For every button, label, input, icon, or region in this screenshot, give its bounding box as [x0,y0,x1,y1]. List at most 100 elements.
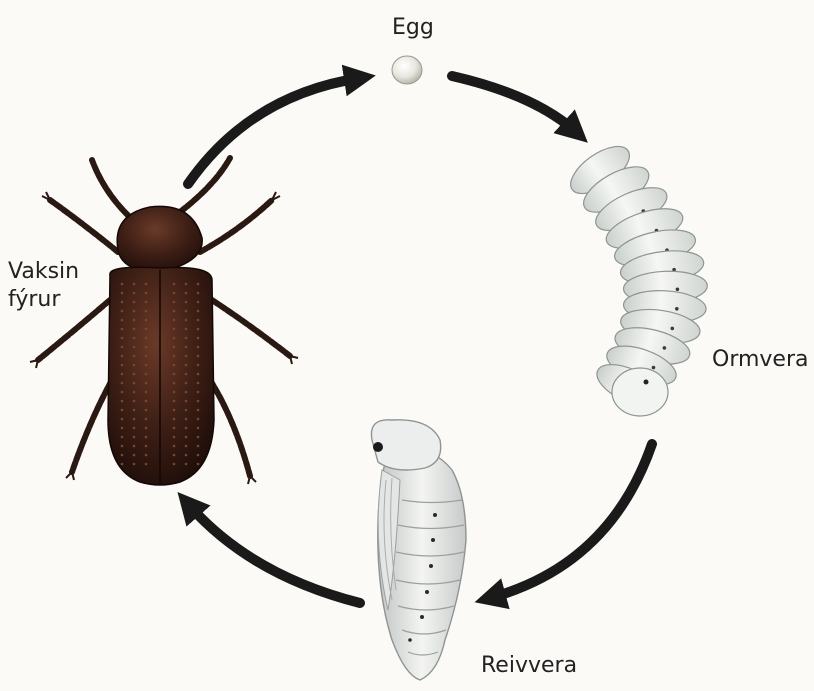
adult-label-line2: fýrur [8,286,79,314]
beetle-puncture [185,301,188,304]
beetle-puncture [173,418,176,421]
adult-label-line1: Vaksin [8,258,79,286]
beetle-puncture [133,283,136,286]
beetle-puncture [197,283,200,286]
arrow-egg-to-larva [452,76,576,132]
beetle-puncture [185,427,188,430]
beetle-puncture [121,382,124,385]
beetle-puncture [133,328,136,331]
beetle-puncture [145,373,148,376]
beetle-puncture [173,328,176,331]
beetle-puncture [185,445,188,448]
beetle-puncture [145,427,148,430]
beetle-puncture [185,454,188,457]
adult-beetle-illustration [30,158,298,485]
beetle-puncture [185,283,188,286]
larva-eye [644,380,649,385]
beetle-puncture [173,445,176,448]
larva-spiracle [663,346,667,350]
beetle-puncture [185,436,188,439]
beetle-puncture [133,292,136,295]
beetle-puncture [121,301,124,304]
beetle-puncture [121,328,124,331]
beetle-puncture [173,409,176,412]
beetle-puncture [121,319,124,322]
beetle-puncture [173,463,176,466]
beetle-puncture [185,463,188,466]
beetle-puncture [197,301,200,304]
egg-illustration [392,56,422,84]
adult-label: Vaksin fýrur [8,258,79,314]
arrow-pupa-to-adult [188,504,360,603]
beetle-puncture [133,400,136,403]
beetle-puncture [145,418,148,421]
egg-label: Egg [392,14,434,42]
beetle-puncture [145,463,148,466]
beetle-puncture [185,373,188,376]
beetle-puncture [121,355,124,358]
beetle-puncture [133,427,136,430]
beetle-puncture [121,400,124,403]
beetle-puncture [173,436,176,439]
beetle-puncture [145,355,148,358]
beetle-puncture [197,337,200,340]
beetle-puncture [185,337,188,340]
beetle-puncture [121,346,124,349]
beetle-puncture [121,409,124,412]
beetle-puncture [185,409,188,412]
beetle-puncture [121,364,124,367]
beetle-puncture [133,391,136,394]
beetle-puncture [197,292,200,295]
beetle-puncture [173,391,176,394]
beetle-puncture [121,418,124,421]
beetle-puncture [197,355,200,358]
beetle-puncture [133,409,136,412]
beetle-puncture [173,283,176,286]
beetle-puncture [121,445,124,448]
beetle-puncture [145,409,148,412]
beetle-puncture [121,337,124,340]
larva-illustration [563,137,708,416]
beetle-puncture [185,310,188,313]
beetle-puncture [133,301,136,304]
arrow-larva-to-pupa [490,444,652,598]
beetle-puncture [197,310,200,313]
beetle-puncture [133,364,136,367]
beetle-puncture [173,427,176,430]
beetle-puncture [145,454,148,457]
beetle-puncture [173,310,176,313]
beetle-puncture [145,346,148,349]
beetle-puncture [173,346,176,349]
beetle-puncture [145,382,148,385]
beetle-puncture [121,391,124,394]
beetle-puncture [185,346,188,349]
beetle-puncture [145,301,148,304]
beetle-puncture [197,463,200,466]
beetle-puncture [121,463,124,466]
beetle-puncture [197,418,200,421]
beetle-puncture [121,454,124,457]
beetle-puncture [145,400,148,403]
beetle-puncture [185,319,188,322]
beetle-puncture [173,400,176,403]
arrow-adult-to-egg [188,78,360,184]
beetle-puncture [173,337,176,340]
larva-spiracle [652,366,656,370]
beetle-puncture [145,319,148,322]
beetle-puncture [197,445,200,448]
beetle-puncture [145,364,148,367]
larva-spiracle [675,307,679,311]
beetle-puncture [197,391,200,394]
beetle-puncture [121,436,124,439]
beetle-puncture [133,355,136,358]
beetle-puncture [145,391,148,394]
beetle-puncture [145,328,148,331]
beetle-puncture [173,454,176,457]
beetle-puncture [145,310,148,313]
beetle-puncture [185,364,188,367]
beetle-puncture [133,346,136,349]
larva-spiracle [671,327,675,331]
beetle-puncture [173,382,176,385]
beetle-puncture [197,346,200,349]
